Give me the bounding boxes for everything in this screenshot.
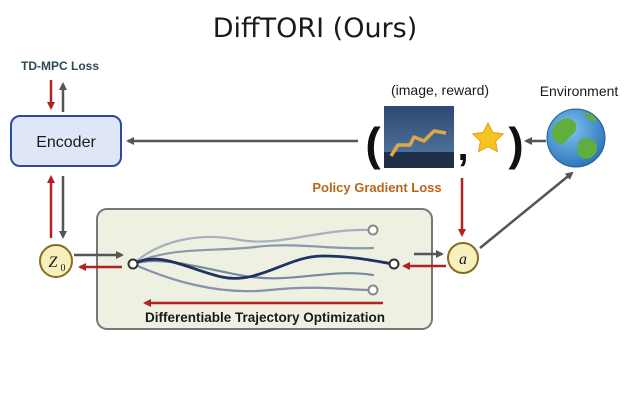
trajectory-candidate	[131, 244, 375, 266]
tuple-comma: ,	[457, 125, 468, 169]
tuple-open-paren: (	[365, 118, 381, 170]
environment-label: Environment	[540, 83, 619, 99]
encoder-label: Encoder	[36, 134, 96, 151]
star-icon	[471, 121, 505, 153]
td-mpc-loss-label: TD-MPC Loss	[21, 59, 99, 73]
action-node: a	[447, 242, 479, 274]
trajectory-optimal-end-node	[388, 258, 400, 270]
z0-label: Z	[49, 254, 59, 271]
image-reward-label: (image, reward)	[391, 82, 489, 98]
tuple-close-paren: )	[508, 118, 523, 170]
candidate-trajectories	[131, 228, 395, 293]
encoder-block: Encoder	[10, 115, 122, 167]
trajectory-optimal	[131, 254, 395, 280]
diagram-title: DiffTORI (Ours)	[213, 13, 418, 44]
trajectory-end-node	[367, 284, 379, 296]
trajectory-optimization-label: Differentiable Trajectory Optimization	[145, 310, 385, 325]
trajectory-optimization-box	[96, 208, 433, 330]
action-to-environment-arrow	[479, 171, 574, 249]
trajectory-candidate	[131, 228, 375, 266]
trajectory-start-node	[127, 258, 139, 270]
trajectory-end-node	[367, 224, 379, 236]
z0-subscript: 0	[61, 263, 66, 274]
trajectory-candidate	[131, 259, 375, 280]
action-label: a	[459, 251, 467, 268]
trajectory-candidate	[131, 262, 375, 293]
earth-globe-icon	[546, 108, 606, 168]
z0-node: Z 0	[39, 244, 73, 278]
image-thumbnail-icon	[384, 106, 454, 168]
policy-gradient-loss-label: Policy Gradient Loss	[312, 180, 441, 195]
